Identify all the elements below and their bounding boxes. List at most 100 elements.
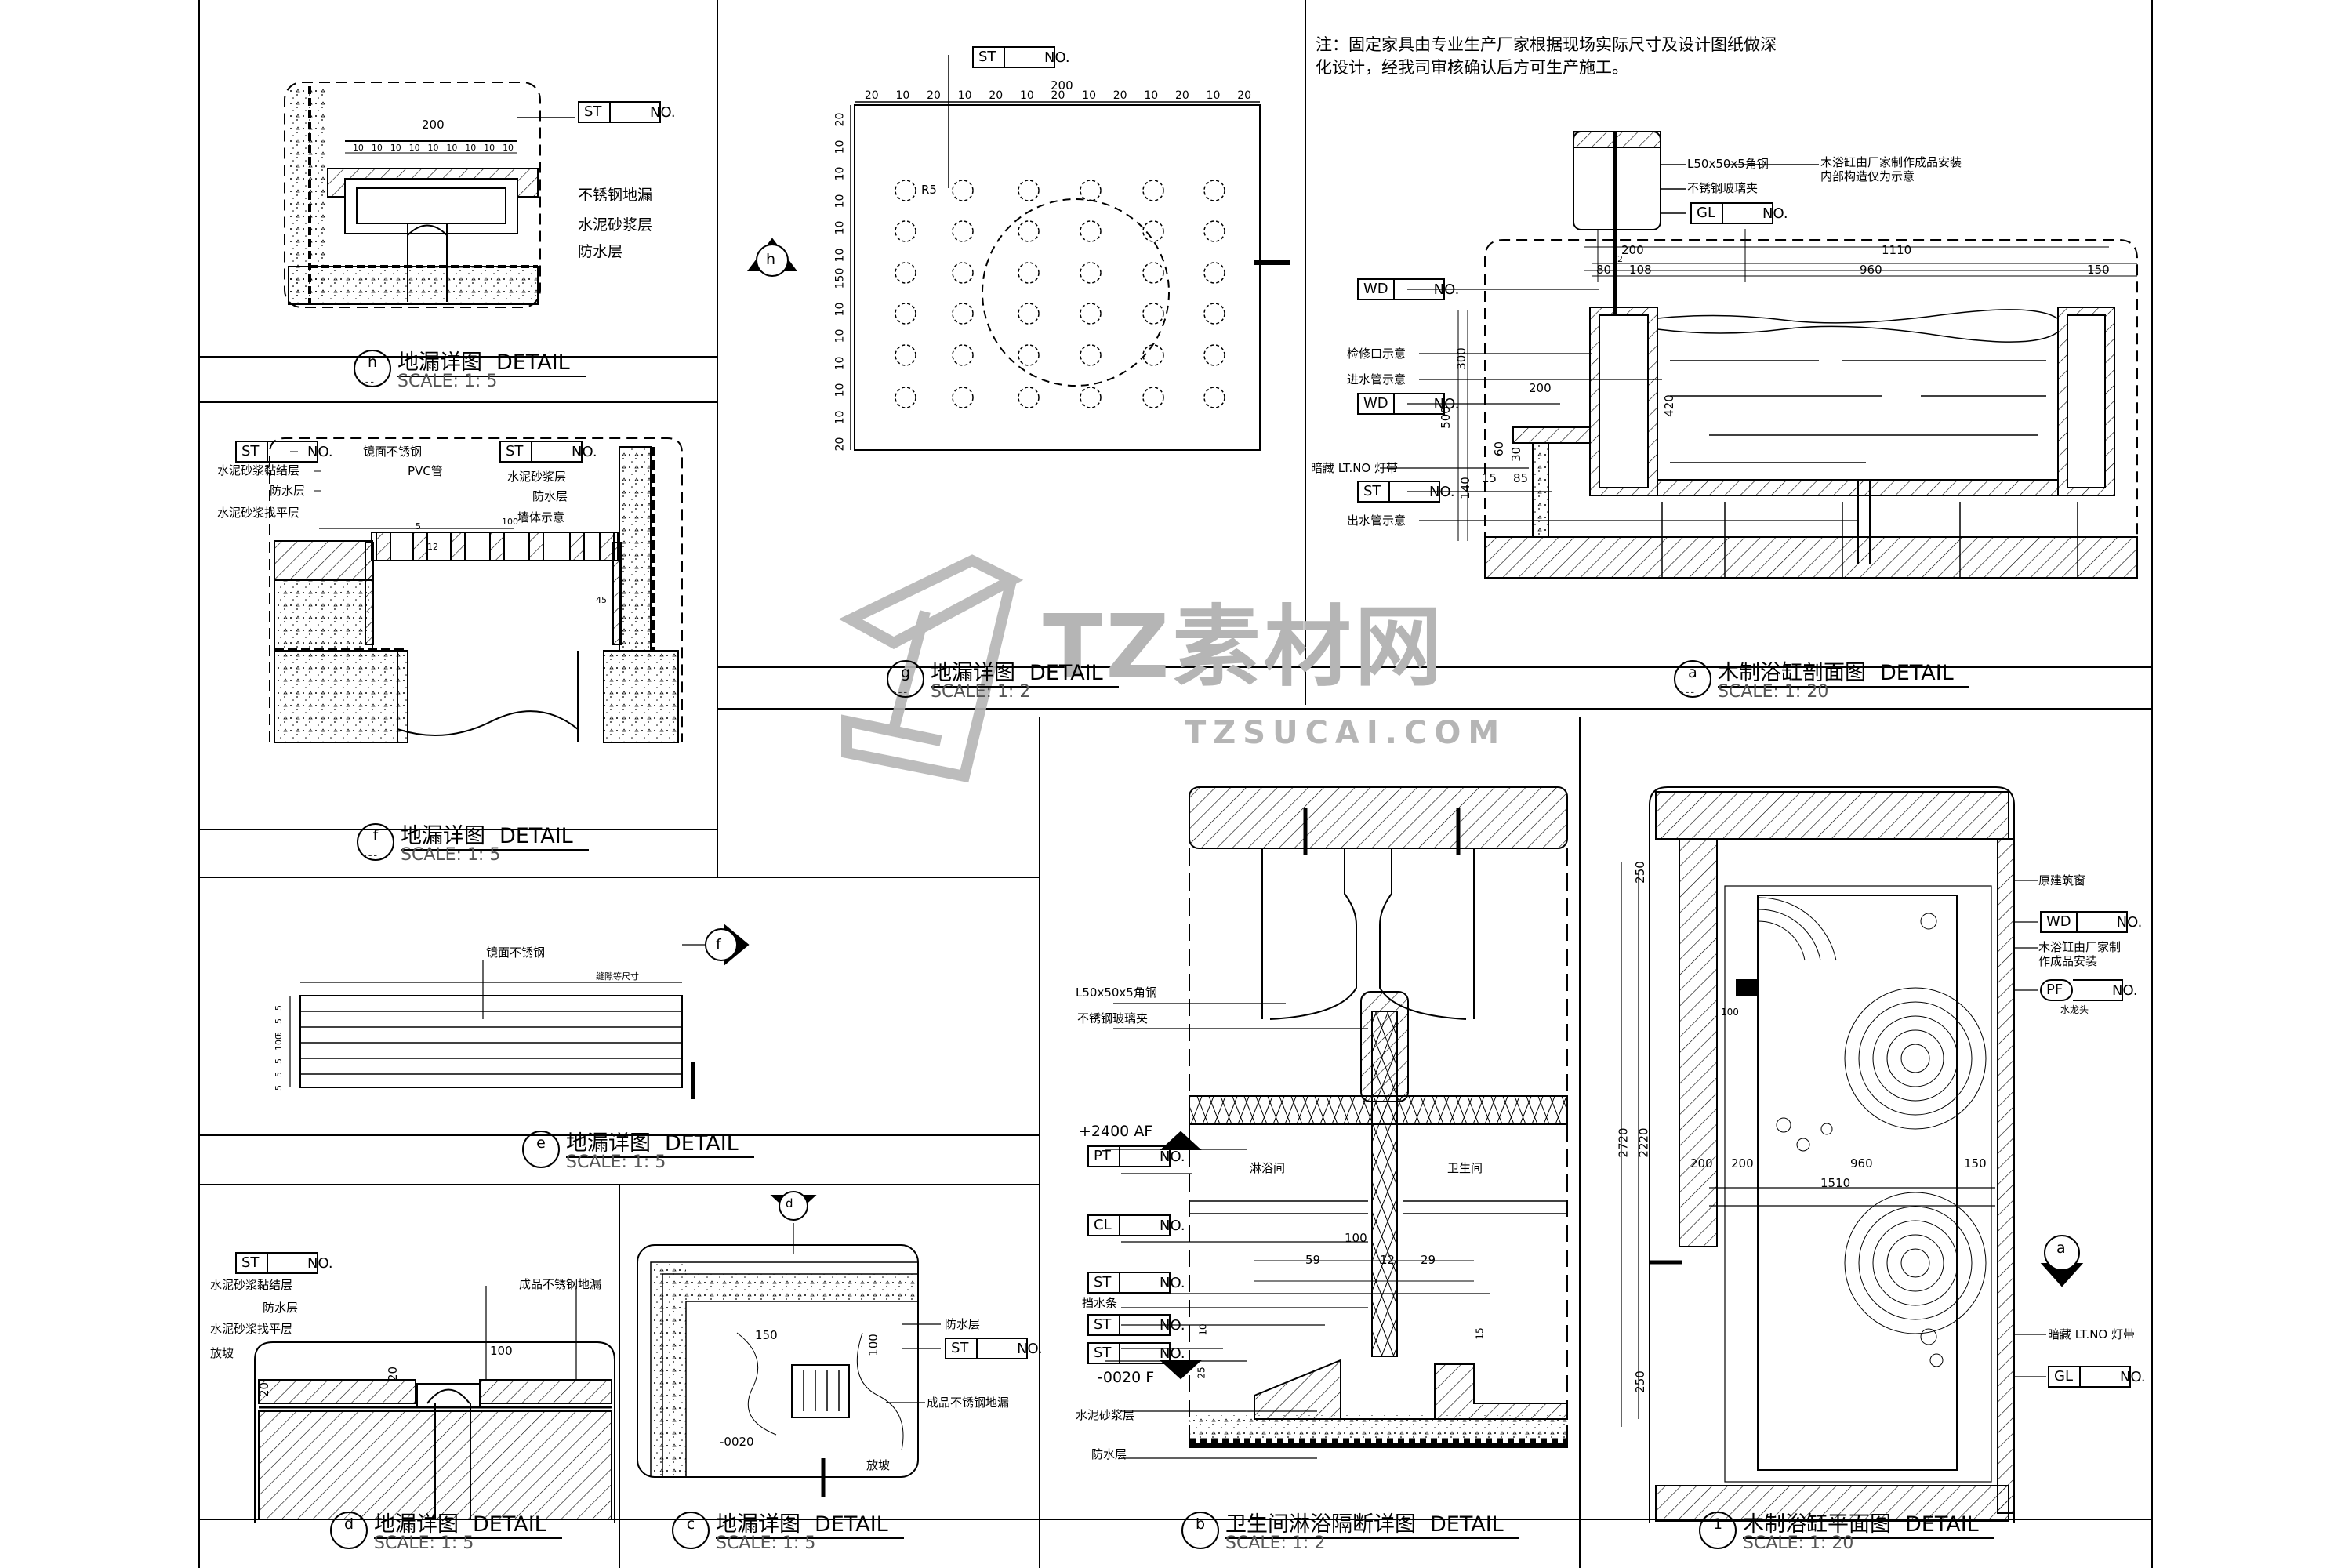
dim: 200 — [1690, 1156, 1713, 1171]
drain-hole — [895, 180, 916, 201]
dim: 25 — [1196, 1367, 1207, 1379]
drain-hole — [895, 220, 916, 242]
note-line-2: 化设计，经我司审核确认后方可生产施工。 — [1316, 58, 1628, 77]
drain-hole — [1080, 387, 1102, 408]
drain-hole — [1142, 387, 1164, 408]
drain-hole — [1080, 262, 1102, 284]
faucet-label: 水龙头 — [2060, 1004, 2089, 1015]
callout-mirror-steel: 镜面不锈钢 — [486, 946, 546, 960]
dim: 12 — [1380, 1253, 1396, 1267]
drain-hole — [1203, 220, 1225, 242]
dim: 45 — [596, 595, 607, 605]
dim: 12 — [427, 542, 438, 552]
callout-glass-clip: 不锈钢玻璃夹 — [1077, 1011, 1149, 1025]
radius-label: R5 — [921, 183, 937, 197]
drain-hole — [1080, 303, 1102, 325]
drain-hole — [1142, 180, 1164, 201]
callout-mortar: 水泥砂浆层 — [1076, 1408, 1135, 1422]
callout-glass-clip: 不锈钢玻璃夹 — [1687, 181, 1759, 195]
drain-hole — [1142, 303, 1164, 325]
section-marker-a: a — [2056, 1240, 2066, 1257]
drain-hole — [895, 344, 916, 366]
dim: 100 — [502, 517, 518, 527]
level-label: -0020 — [720, 1435, 754, 1449]
dim: 250 — [1632, 861, 1647, 884]
callout-mortar: 水泥砂浆层 — [578, 216, 653, 234]
shower-partition-section-b — [1105, 786, 1568, 1459]
callout-pvc-pipe: PVC管 — [408, 464, 443, 478]
dim: 960 — [1850, 1156, 1873, 1171]
callout-bonding-mortar: 水泥砂浆黏结层 — [217, 463, 300, 477]
dim-200: 200 — [1051, 78, 1073, 93]
dim: 20 — [257, 1381, 272, 1398]
drain-hole — [1018, 180, 1040, 201]
dim: 29 — [1421, 1253, 1436, 1267]
dim: 1110 — [1882, 243, 1912, 257]
callout-slope: 放坡 — [210, 1346, 234, 1360]
dim: 150 — [2087, 263, 2110, 277]
drain-hole — [1142, 220, 1164, 242]
level-top: +2400 AF — [1079, 1123, 1153, 1140]
dim: 150 — [1964, 1156, 1987, 1171]
callout-mirror-steel: 镜面不锈钢 — [363, 445, 423, 459]
callout-waterproof: 防水层 — [1091, 1447, 1127, 1461]
callout-wall: 墙体示意 — [517, 510, 565, 524]
dim: 20 — [386, 1366, 401, 1382]
dim: 30 — [1509, 446, 1524, 463]
level-bottom: -0020 F — [1098, 1369, 1155, 1386]
floor-drain-plan-c — [637, 1191, 941, 1497]
dim: 200 — [1731, 1156, 1754, 1171]
callout-leveling-mortar: 水泥砂浆找平层 — [210, 1322, 293, 1336]
dim: 150 — [755, 1328, 778, 1342]
drain-hole — [1203, 303, 1225, 325]
dim: 2220 — [1636, 1127, 1651, 1158]
drain-hole — [1018, 262, 1040, 284]
callout-stainless-drain: 不锈钢地漏 — [578, 187, 653, 204]
dim: 140 — [1457, 477, 1472, 499]
dim: 100 — [1345, 1231, 1367, 1245]
callout-waterproof: 防水层 — [945, 1317, 981, 1331]
dim: 12 — [1612, 254, 1623, 264]
room-label-shower: 淋浴间 — [1250, 1161, 1286, 1175]
callout-gap: 缝隙等尺寸 — [596, 971, 639, 982]
wooden-bathtub-plan-1 — [1621, 786, 2084, 1523]
drain-hole — [1203, 180, 1225, 201]
dim: 960 — [1860, 263, 1882, 277]
callout-waterproof: 防水层 — [532, 489, 568, 503]
floor-drain-section-d — [254, 1286, 615, 1523]
callout-led-strip: 暗藏 LT.NO 灯带 — [2048, 1327, 2136, 1341]
dim: 60 — [1492, 441, 1507, 457]
callout-angle-steel: L50x50x5角钢 — [1687, 157, 1769, 171]
drain-hole — [895, 387, 916, 408]
dim: 15 — [1482, 471, 1497, 485]
dim: 2720 — [1616, 1127, 1631, 1158]
callout-led-strip: 暗藏 LT.NO 灯带 — [1311, 461, 1399, 475]
dim: 108 — [1629, 263, 1652, 277]
drain-hole — [1080, 180, 1102, 201]
callout-bonding-mortar: 水泥砂浆黏结层 — [210, 1278, 293, 1292]
drain-hole — [1142, 262, 1164, 284]
dim: 250 — [1632, 1370, 1647, 1393]
dim: 100 — [490, 1344, 513, 1358]
callout-angle-steel: L50x50x5角钢 — [1076, 985, 1157, 1000]
dim: 200 — [1621, 243, 1644, 257]
dim: 300 — [1454, 347, 1468, 370]
drain-hole — [952, 220, 974, 242]
drain-hole — [1080, 344, 1102, 366]
callout-tub-note-2: 作成品安装 — [2038, 954, 2098, 968]
